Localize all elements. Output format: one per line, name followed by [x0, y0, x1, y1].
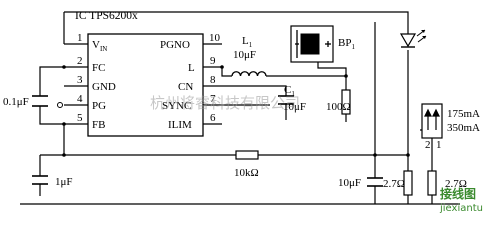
cn-wire: [222, 85, 287, 96]
junction-dot: [406, 153, 410, 157]
capacitor-10uf-value: 10μF: [338, 177, 361, 189]
junction-dot: [373, 153, 377, 157]
pin-cn-label: CN: [178, 81, 193, 93]
switch-pin-1: 1: [436, 139, 442, 151]
pin-8-number: 8: [210, 74, 216, 86]
watermark-logo: 接线图: [440, 186, 476, 201]
pin-fc-label: FC: [92, 62, 105, 74]
capacitor-1uf-value: 1μF: [55, 176, 73, 188]
pin-6-number: 6: [210, 112, 216, 124]
switch-current-low: 350mA: [447, 122, 480, 134]
watermark-domain: jiexiantu: [439, 203, 483, 214]
capacitor-c1-value: 10μF: [283, 101, 306, 113]
cap01-bottom-wire: [39, 106, 64, 125]
capacitor-c1-ref: C1: [284, 84, 295, 98]
schematic-canvas: IC TPS6200x VIN FC GND PG FB 1 2 3 4 5 P…: [3, 10, 483, 214]
switch-arrows: [424, 108, 440, 130]
battery-icon: [295, 30, 331, 58]
ic-title: IC TPS6200x: [75, 10, 138, 22]
resistor-10k-value: 10kΩ: [234, 167, 259, 179]
pin9-to-inductor-wire: [221, 67, 232, 77]
pin-4-number: 4: [77, 93, 83, 105]
switch-current-high: 175mA: [447, 108, 480, 120]
led: [399, 29, 427, 48]
battery-ref: BP1: [338, 37, 355, 51]
inductor-value: 10μF: [233, 49, 256, 61]
resistor-100: [341, 89, 351, 115]
pin-10-number: 10: [209, 32, 221, 44]
ic-body: [87, 33, 204, 137]
wires: [20, 11, 460, 205]
pin-1-number: 1: [77, 32, 83, 44]
capacitor-01uf-value: 0.1μF: [3, 96, 29, 108]
pin-vin-label: VIN: [92, 39, 107, 53]
pin-sync-label: SYNC: [162, 100, 191, 112]
switch-pin-2: 2: [425, 139, 431, 151]
circuit-diagram: IC TPS6200x VIN FC GND PG FB 1 2 3 4 5 P…: [3, 10, 483, 214]
pin-gnd-label: GND: [92, 81, 116, 93]
top-rail-wire: [64, 11, 409, 34]
pin-ilim-label: ILIM: [168, 119, 192, 131]
capacitor-1uf: [32, 175, 48, 185]
inductor-ref: L1: [242, 35, 253, 49]
junction-dot: [220, 65, 224, 69]
pin-fb-label: FB: [92, 119, 105, 131]
pin-7-number: 7: [210, 93, 216, 105]
cap01-top-wire: [39, 66, 64, 96]
junctions: [62, 65, 410, 157]
pin-9-number: 9: [210, 55, 216, 67]
resistor-10k: [235, 150, 259, 160]
current-select-switch: [421, 103, 443, 139]
watermark-center: 杭州将睿科技有限公司: [150, 94, 300, 112]
junction-dot: [344, 74, 348, 78]
resistor-100-value: 100Ω: [326, 101, 351, 113]
capacitor-c1: [278, 95, 294, 105]
junction-dot: [62, 65, 66, 69]
capacitor-10uf: [367, 177, 383, 187]
pin-5-number: 5: [77, 112, 83, 124]
resistor-27a-value: 2.7Ω: [383, 178, 405, 190]
inductor-l1: [231, 71, 267, 77]
pin-pg-label: PG: [92, 100, 106, 112]
pin-pgno-label: PGNO: [160, 39, 190, 51]
resistor-27b-value: 2.7Ω: [445, 178, 467, 190]
pg-open-terminal: [57, 102, 63, 108]
capacitor-01uf: [32, 95, 48, 107]
battery-wire: [317, 62, 347, 90]
pin-2-number: 2: [77, 55, 83, 67]
junction-dot: [62, 122, 66, 126]
pin-l-label: L: [188, 62, 195, 74]
junction-dot: [62, 153, 66, 157]
resistor-27b: [427, 170, 437, 196]
resistor-27a: [403, 170, 413, 196]
pin-3-number: 3: [77, 74, 83, 86]
